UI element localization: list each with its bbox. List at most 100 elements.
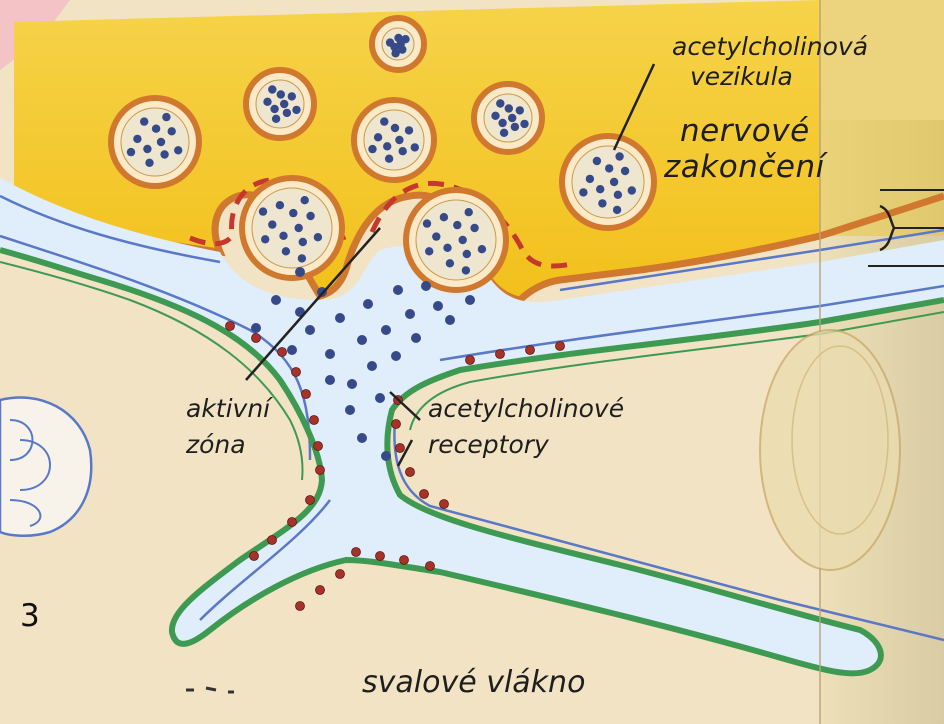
acetylcholine-dot bbox=[605, 164, 613, 172]
acetylcholine-dot bbox=[505, 104, 513, 112]
acetylcholine-molecule bbox=[381, 451, 391, 461]
acetylcholine-dot bbox=[263, 98, 271, 106]
vesicle-lumen bbox=[416, 200, 496, 280]
receptor bbox=[288, 518, 297, 527]
acetylcholine-dot bbox=[385, 155, 393, 163]
acetylcholine-dot bbox=[432, 232, 440, 240]
muscle-fiber-label: svalové vlákno bbox=[362, 668, 585, 698]
acetylcholine-dot bbox=[478, 245, 486, 253]
receptor bbox=[466, 356, 475, 365]
receptor bbox=[314, 442, 323, 451]
receptor bbox=[496, 350, 505, 359]
receptor bbox=[226, 322, 235, 331]
acetylcholine-molecule bbox=[325, 375, 335, 385]
acetylcholine-dot bbox=[268, 85, 276, 93]
acetylcholine-dot bbox=[498, 119, 506, 127]
active-zone-label-line2: zóna bbox=[186, 432, 246, 457]
vesicle-label-line2: vezikula bbox=[690, 64, 793, 89]
receptor bbox=[278, 348, 287, 357]
acetylcholine-dot bbox=[614, 191, 622, 199]
acetylcholine-dot bbox=[160, 150, 168, 158]
acetylcholine-dot bbox=[500, 129, 508, 137]
acetylcholine-molecule bbox=[305, 325, 315, 335]
acetylcholine-dot bbox=[288, 92, 296, 100]
acetylcholine-dot bbox=[446, 259, 454, 267]
acetylcholine-dot bbox=[621, 167, 629, 175]
acetylcholine-molecule bbox=[411, 333, 421, 343]
acetylcholine-molecule bbox=[393, 285, 403, 295]
acetylcholine-dot bbox=[282, 247, 290, 255]
acetylcholine-dot bbox=[259, 207, 267, 215]
acetylcholine-molecule bbox=[363, 299, 373, 309]
acetylcholine-dot bbox=[374, 133, 382, 141]
vesicle-lumen bbox=[364, 110, 424, 170]
receptor bbox=[296, 602, 305, 611]
acetylcholine-dot bbox=[380, 117, 388, 125]
acetylcholine-dot bbox=[508, 114, 516, 122]
receptor bbox=[556, 342, 565, 351]
figure-number: 3 bbox=[20, 598, 40, 634]
acetylcholine-dot bbox=[579, 188, 587, 196]
active-zone-label-line1: aktivní bbox=[186, 396, 270, 421]
receptor bbox=[526, 346, 535, 355]
vesicle bbox=[111, 98, 199, 186]
muscle-nucleus bbox=[760, 330, 900, 570]
receptor bbox=[268, 536, 277, 545]
vesicle-lumen bbox=[121, 108, 189, 176]
receptor-label-line1: acetylcholinové bbox=[428, 396, 624, 421]
acetylcholine-dot bbox=[277, 90, 285, 98]
acetylcholine-molecule bbox=[335, 313, 345, 323]
acetylcholine-dot bbox=[516, 106, 524, 114]
acetylcholine-dot bbox=[168, 127, 176, 135]
acetylcholine-molecule bbox=[287, 345, 297, 355]
acetylcholine-dot bbox=[496, 99, 504, 107]
acetylcholine-dot bbox=[280, 100, 288, 108]
receptor bbox=[396, 444, 405, 453]
acetylcholine-molecule bbox=[357, 335, 367, 345]
vesicle bbox=[562, 136, 654, 228]
acetylcholine-dot bbox=[152, 125, 160, 133]
acetylcholine-dot bbox=[386, 38, 394, 46]
acetylcholine-dot bbox=[628, 186, 636, 194]
acetylcholine-dot bbox=[268, 220, 276, 228]
acetylcholine-dot bbox=[261, 235, 269, 243]
acetylcholine-dot bbox=[491, 112, 499, 120]
acetylcholine-dot bbox=[140, 117, 148, 125]
acetylcholine-dot bbox=[298, 254, 306, 262]
acetylcholine-dot bbox=[462, 266, 470, 274]
nerve-ending-label-line1: nervové bbox=[680, 116, 810, 147]
receptor bbox=[420, 490, 429, 499]
acetylcholine-dot bbox=[174, 146, 182, 154]
acetylcholine-dot bbox=[470, 224, 478, 232]
acetylcholine-dot bbox=[520, 120, 528, 128]
acetylcholine-molecule bbox=[357, 433, 367, 443]
receptor bbox=[292, 368, 301, 377]
vesicle-label-line1: acetylcholinová bbox=[672, 34, 868, 59]
receptor bbox=[316, 466, 325, 475]
vesicle bbox=[372, 18, 424, 70]
vesicle-lumen bbox=[484, 94, 532, 142]
acetylcholine-dot bbox=[272, 115, 280, 123]
acetylcholine-molecule bbox=[381, 325, 391, 335]
acetylcholine-dot bbox=[383, 142, 391, 150]
receptor bbox=[250, 552, 259, 561]
nerve-ending-label-line2: zakončení bbox=[664, 152, 825, 183]
acetylcholine-dot bbox=[295, 224, 303, 232]
acetylcholine-dot bbox=[306, 212, 314, 220]
acetylcholine-dot bbox=[289, 209, 297, 217]
acetylcholine-dot bbox=[395, 136, 403, 144]
receptor bbox=[406, 468, 415, 477]
acetylcholine-dot bbox=[440, 213, 448, 221]
acetylcholine-molecule bbox=[465, 295, 475, 305]
acetylcholine-molecule bbox=[325, 349, 335, 359]
acetylcholine-molecule bbox=[367, 361, 377, 371]
acetylcholine-molecule bbox=[251, 323, 261, 333]
receptor bbox=[336, 570, 345, 579]
vesicle-lumen bbox=[256, 80, 304, 128]
acetylcholine-molecule bbox=[391, 351, 401, 361]
acetylcholine-dot bbox=[394, 34, 402, 42]
acetylcholine-dot bbox=[399, 147, 407, 155]
vesicle-lumen bbox=[572, 146, 644, 218]
acetylcholine-dot bbox=[157, 138, 165, 146]
